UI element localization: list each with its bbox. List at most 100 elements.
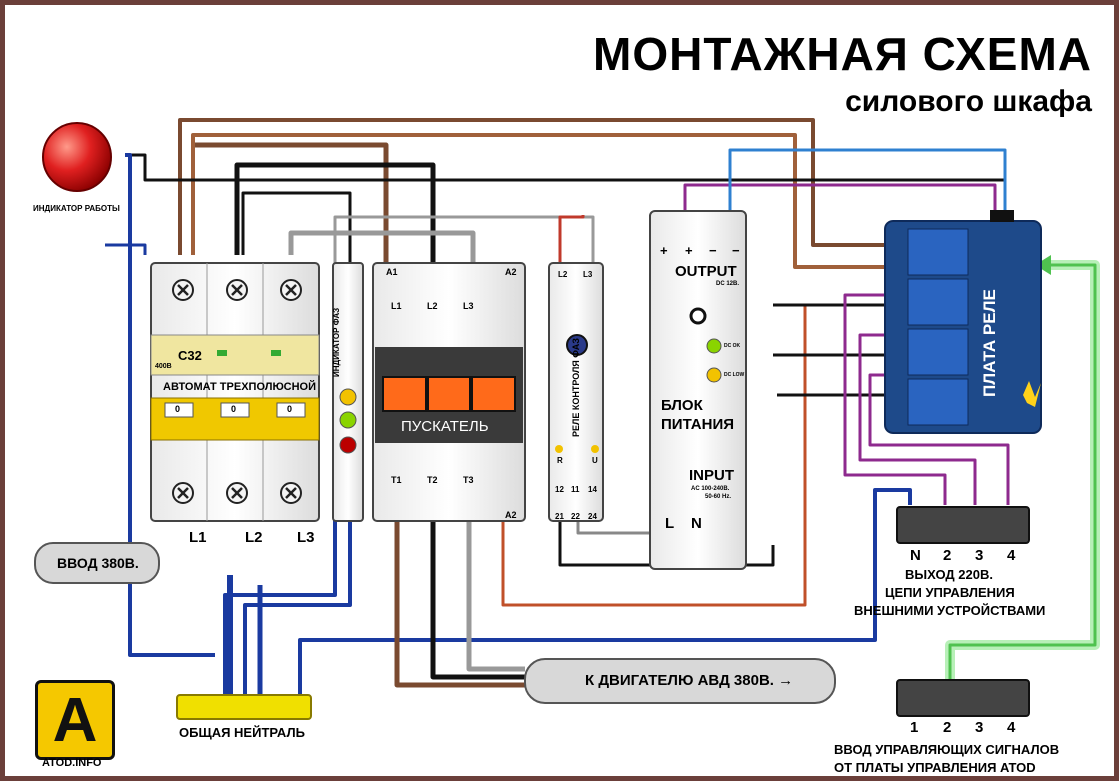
logo-site: ATOD.INFO <box>42 757 102 769</box>
contactor-out-t1: T1 <box>391 475 402 485</box>
psu-pol-3: − <box>709 243 717 258</box>
contactor-label: ПУСКАТЕЛЬ <box>401 418 489 435</box>
control-terminal-block <box>896 679 1030 717</box>
breaker-phase-l2: L2 <box>245 529 263 546</box>
psu-pol-2: + <box>685 243 693 258</box>
psu-label-2: ПИТАНИЯ <box>661 416 735 433</box>
atod-logo: A <box>35 680 115 760</box>
psu-pol-4: − <box>732 243 740 258</box>
ctrl-term-1: 1 <box>910 719 919 736</box>
contactor-in-l1: L1 <box>391 301 402 311</box>
motor-cable <box>524 658 836 704</box>
out-term-4: 4 <box>1007 547 1016 564</box>
output-220-line3: ВНЕШНИМИ УСТРОЙСТВАМИ <box>854 603 1046 618</box>
wire-black-ind <box>241 191 352 267</box>
breaker-switch-1: 0 <box>175 404 181 414</box>
contactor-a2-bottom: A2 <box>505 510 517 520</box>
indicator-label: ИНДИКАТОР РАБОТЫ <box>33 204 120 213</box>
contactor-out-t3: T3 <box>463 475 474 485</box>
circuit-breaker <box>150 262 320 522</box>
control-input-line2: ОТ ПЛАТЫ УПРАВЛЕНИЯ ATOD <box>834 760 1036 775</box>
input-380-label: ВВОД 380В. <box>57 555 139 571</box>
relay-led-r: R <box>557 456 563 465</box>
psu-l: L <box>665 515 675 532</box>
wire-brown-top <box>178 118 885 255</box>
contactor-in-l3: L3 <box>463 301 474 311</box>
wire-gray-2 <box>333 215 595 267</box>
psu-output: OUTPUT <box>675 263 737 280</box>
diagram-title: МОНТАЖНАЯ СХЕМА <box>593 28 1092 80</box>
wire-brown-3 <box>195 142 389 267</box>
control-input-line1: ВВОД УПРАВЛЯЮЩИХ СИГНАЛОВ <box>834 742 1060 757</box>
connector-icon <box>990 210 1014 222</box>
psu-label-1: БЛОК <box>661 397 703 414</box>
screw-slot <box>285 487 297 499</box>
psu-input-sub1: AC 100-240В. <box>691 486 730 492</box>
wire-brown-2 <box>191 133 885 269</box>
relay-led-u: U <box>592 456 598 465</box>
motor-label: К ДВИГАТЕЛЮ АВД 380В. → <box>585 672 794 689</box>
relay-term-l3: L3 <box>583 270 593 279</box>
wire-blue-1 <box>125 153 215 657</box>
wire-motor-brown <box>394 510 525 688</box>
breaker-voltage: 400В <box>155 363 172 370</box>
contactor-module <box>372 262 526 522</box>
relay-term-l2: L2 <box>558 270 568 279</box>
output-220-line1: ВЫХОД 220В. <box>905 567 993 582</box>
wires <box>105 118 1100 695</box>
diagram-canvas <box>34 118 1100 720</box>
relay-term-12: 12 <box>555 485 564 494</box>
out-term-2: 2 <box>943 547 952 564</box>
contactor-in-l2: L2 <box>427 301 438 311</box>
wire-blue-2 <box>243 510 352 695</box>
psu-input: INPUT <box>689 467 734 484</box>
input-cable <box>34 542 160 584</box>
wire-blue-n <box>298 488 912 695</box>
wire-motor-black <box>430 510 525 680</box>
indicator-lamp-icon <box>42 122 112 192</box>
relay-label: РЕЛЕ КОНТРОЛЯ ФАЗ <box>571 338 581 437</box>
relay-board-label: ПЛАТА РЕЛЕ <box>980 289 999 397</box>
output-terminal-block <box>896 506 1030 544</box>
relay-term-21: 21 <box>555 512 564 521</box>
relay-knob-icon <box>566 334 588 356</box>
power-supply-module <box>649 210 747 570</box>
psu-output-sub: DC 12В. <box>716 281 740 287</box>
wire-purple-dc <box>683 183 997 220</box>
contactor-out-t2: T2 <box>427 475 438 485</box>
relay-term-14: 14 <box>588 485 597 494</box>
trim-pot-icon <box>689 307 707 325</box>
breaker-switch-2: 0 <box>231 404 237 414</box>
wire-lightblue <box>728 148 1007 220</box>
ctrl-term-4: 4 <box>1007 719 1016 736</box>
breaker-phase-l1: L1 <box>189 529 207 546</box>
out-term-n: N <box>910 547 921 564</box>
phase-relay-module <box>548 262 604 522</box>
phase-indicator-module <box>332 262 364 522</box>
psu-pol-1: + <box>660 243 668 258</box>
wire-motor-gray <box>466 510 525 672</box>
psu-dc-ok: DC OK <box>724 343 741 349</box>
relay-term-24: 24 <box>588 512 597 521</box>
screw-slot <box>177 487 189 499</box>
screw-slot <box>285 284 297 296</box>
ctrl-term-3: 3 <box>975 719 984 736</box>
neutral-label: ОБЩАЯ НЕЙТРАЛЬ <box>179 725 305 740</box>
psu-input-sub2: 50-60 Hz. <box>705 494 732 500</box>
breaker-switch-3: 0 <box>287 404 293 414</box>
contactor-a2-top: A2 <box>505 267 517 277</box>
output-220-line2: ЦЕПИ УПРАВЛЕНИЯ <box>885 585 1015 600</box>
relay-term-11: 11 <box>571 485 580 494</box>
wire-red-relay <box>558 215 585 267</box>
diagram-subtitle: силового шкафа <box>845 85 1092 118</box>
breaker-rating: C32 <box>178 348 202 363</box>
relay-board <box>884 210 1042 434</box>
wire-gray-l3 <box>288 230 476 267</box>
phase-indicator-label: ИНДИКАТОР ФАЗ <box>332 307 341 377</box>
screw-slot <box>231 487 243 499</box>
psu-dc-low: DC LOW <box>724 372 745 378</box>
breaker-phase-l3: L3 <box>297 529 315 546</box>
contactor-a1: A1 <box>386 267 398 277</box>
neutral-bus <box>176 694 312 720</box>
